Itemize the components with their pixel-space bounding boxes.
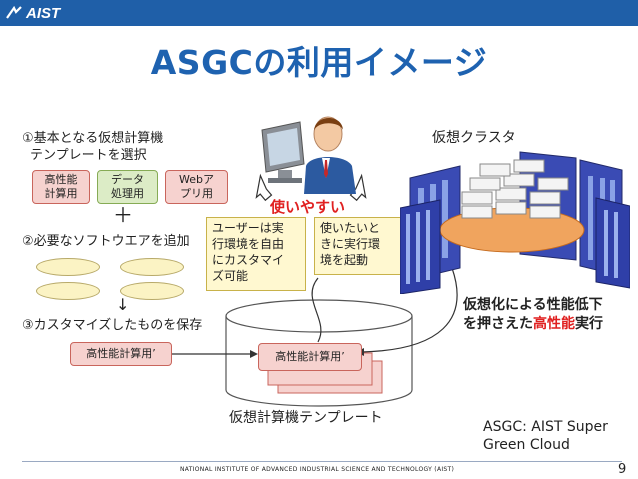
launch-note-line1: 使いたいと bbox=[320, 221, 381, 235]
aist-logo: AIST bbox=[6, 3, 60, 23]
hollow-arrow-left-icon bbox=[255, 173, 273, 202]
launch-note-line3: 境を起動 bbox=[320, 253, 369, 267]
software-disk-2 bbox=[120, 258, 184, 276]
saved-template-label: 高性能計算用’ bbox=[86, 347, 156, 360]
customize-note-line3: にカスタマイ bbox=[212, 253, 285, 267]
saved-template-box: 高性能計算用’ bbox=[70, 342, 172, 366]
stored-template-label: 高性能計算用’ bbox=[275, 350, 345, 363]
perf-line2-pre: を押さえた bbox=[463, 316, 533, 332]
template-web: Webアプリ用 bbox=[165, 170, 228, 204]
template-web-label: Webアプリ用 bbox=[179, 173, 214, 200]
aist-swoosh-icon bbox=[6, 6, 22, 19]
down-arrow: ↓ bbox=[116, 295, 130, 314]
customize-note-line4: ズ可能 bbox=[212, 269, 249, 283]
stored-template-box: 高性能計算用’ bbox=[258, 343, 362, 371]
step1-line2: テンプレートを選択 bbox=[30, 148, 147, 163]
launch-note-line2: きに実行環 bbox=[320, 237, 381, 251]
perf-line1: 仮想化による性能低下 bbox=[463, 297, 603, 313]
launch-note: 使いたいと きに実行環 境を起動 bbox=[314, 217, 406, 275]
template-store-label: 仮想計算機テンプレート bbox=[229, 410, 383, 426]
user-at-computer-icon bbox=[261, 116, 356, 194]
template-data-label: データ処理用 bbox=[111, 173, 144, 200]
customize-note-line2: 行環境を自由 bbox=[212, 237, 285, 251]
hollow-arrow-right-icon bbox=[349, 173, 367, 202]
note1-connector bbox=[311, 277, 322, 343]
header-bar bbox=[0, 0, 638, 26]
launch-arrow bbox=[361, 267, 458, 353]
asgc-line2: Green Cloud bbox=[483, 437, 570, 453]
step2-label: ②必要なソフトウエアを追加 bbox=[22, 234, 190, 249]
logo-text: AIST bbox=[26, 4, 61, 22]
perf-line2-highlight: 高性能 bbox=[533, 316, 575, 332]
perf-line2-post: 実行 bbox=[575, 316, 603, 332]
slide-title: ASGCの利用イメージ bbox=[150, 43, 488, 82]
software-disk-4 bbox=[120, 282, 184, 300]
template-data: データ処理用 bbox=[97, 170, 158, 204]
template-hpc: 高性能計算用 bbox=[32, 170, 90, 204]
virtual-cluster-icon bbox=[400, 151, 630, 294]
perf-line2: を押さえた高性能実行 bbox=[463, 315, 603, 334]
customize-note-line1: ユーザーは実 bbox=[212, 221, 284, 235]
software-disk-3 bbox=[36, 282, 100, 300]
save-arrowhead bbox=[250, 350, 258, 358]
cluster-label: 仮想クラスタ bbox=[432, 130, 516, 146]
plus-sign: ＋ bbox=[113, 203, 133, 227]
footer-institute: NATIONAL INSTITUTE OF ADVANCED INDUSTRIA… bbox=[180, 466, 455, 473]
footer-divider bbox=[22, 461, 622, 462]
software-disk-1 bbox=[36, 258, 100, 276]
template-hpc-label: 高性能計算用 bbox=[44, 173, 78, 200]
easy-to-use-label: 使いやすい bbox=[270, 198, 346, 216]
asgc-line1: ASGC: AIST Super bbox=[483, 419, 608, 435]
customize-note: ユーザーは実 行環境を自由 にカスタマイ ズ可能 bbox=[206, 217, 306, 291]
step1-line1: ①基本となる仮想計算機 bbox=[22, 131, 164, 146]
page-number: 9 bbox=[618, 462, 627, 477]
step3-label: ③カスタマイズしたものを保存 bbox=[22, 318, 203, 333]
